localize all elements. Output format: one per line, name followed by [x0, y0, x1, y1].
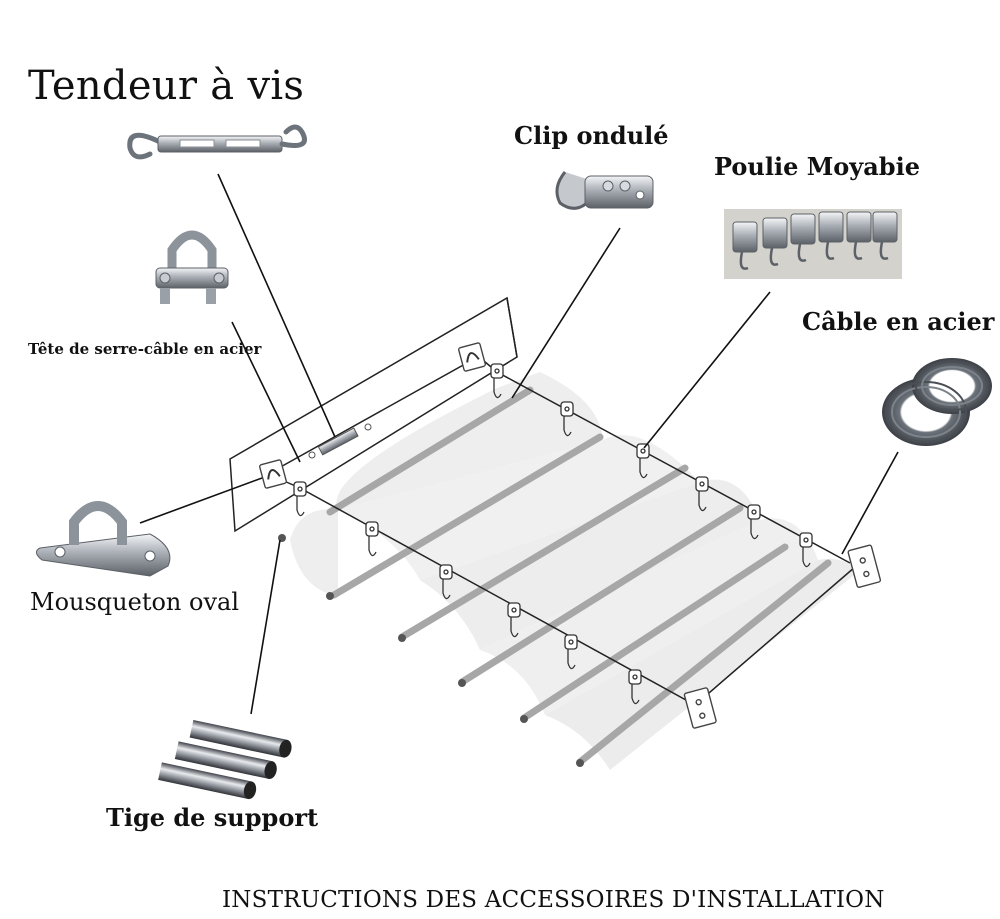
rod-end-caps: [278, 534, 584, 767]
support-tubes-icon: [158, 719, 292, 800]
support-rod-label: Tige de support: [106, 803, 319, 832]
corrugated-clip-icon: [555, 171, 654, 210]
wire-rope-clip-label: Tête de serre-câble en acier: [28, 340, 262, 358]
oval-shackle-label: Mousqueton oval: [30, 588, 239, 616]
steel-cable-coil-icon: [882, 358, 992, 446]
pulley-label: Poulie Moyabie: [714, 152, 920, 181]
turnbuckle-label: Tendeur à vis: [28, 63, 305, 109]
pad-eye-icon: [36, 501, 171, 577]
turnbuckle-icon: [127, 124, 307, 160]
instructions-footer: INSTRUCTIONS DES ACCESSOIRES D'INSTALLAT…: [222, 887, 885, 913]
shade-fabric: [290, 372, 858, 770]
pulley-set-icon: [724, 209, 902, 279]
wire-rope-clip-icon: [155, 230, 229, 304]
corrugated-clip-label: Clip ondulé: [514, 121, 669, 150]
leader-lines: [139, 173, 899, 715]
pulley-clips: [293, 363, 813, 705]
mini-turnbuckle: [308, 423, 372, 459]
steel-cable-label: Câble en acier: [802, 307, 995, 336]
eye-plates: [259, 342, 882, 729]
support-rods: [326, 386, 832, 766]
